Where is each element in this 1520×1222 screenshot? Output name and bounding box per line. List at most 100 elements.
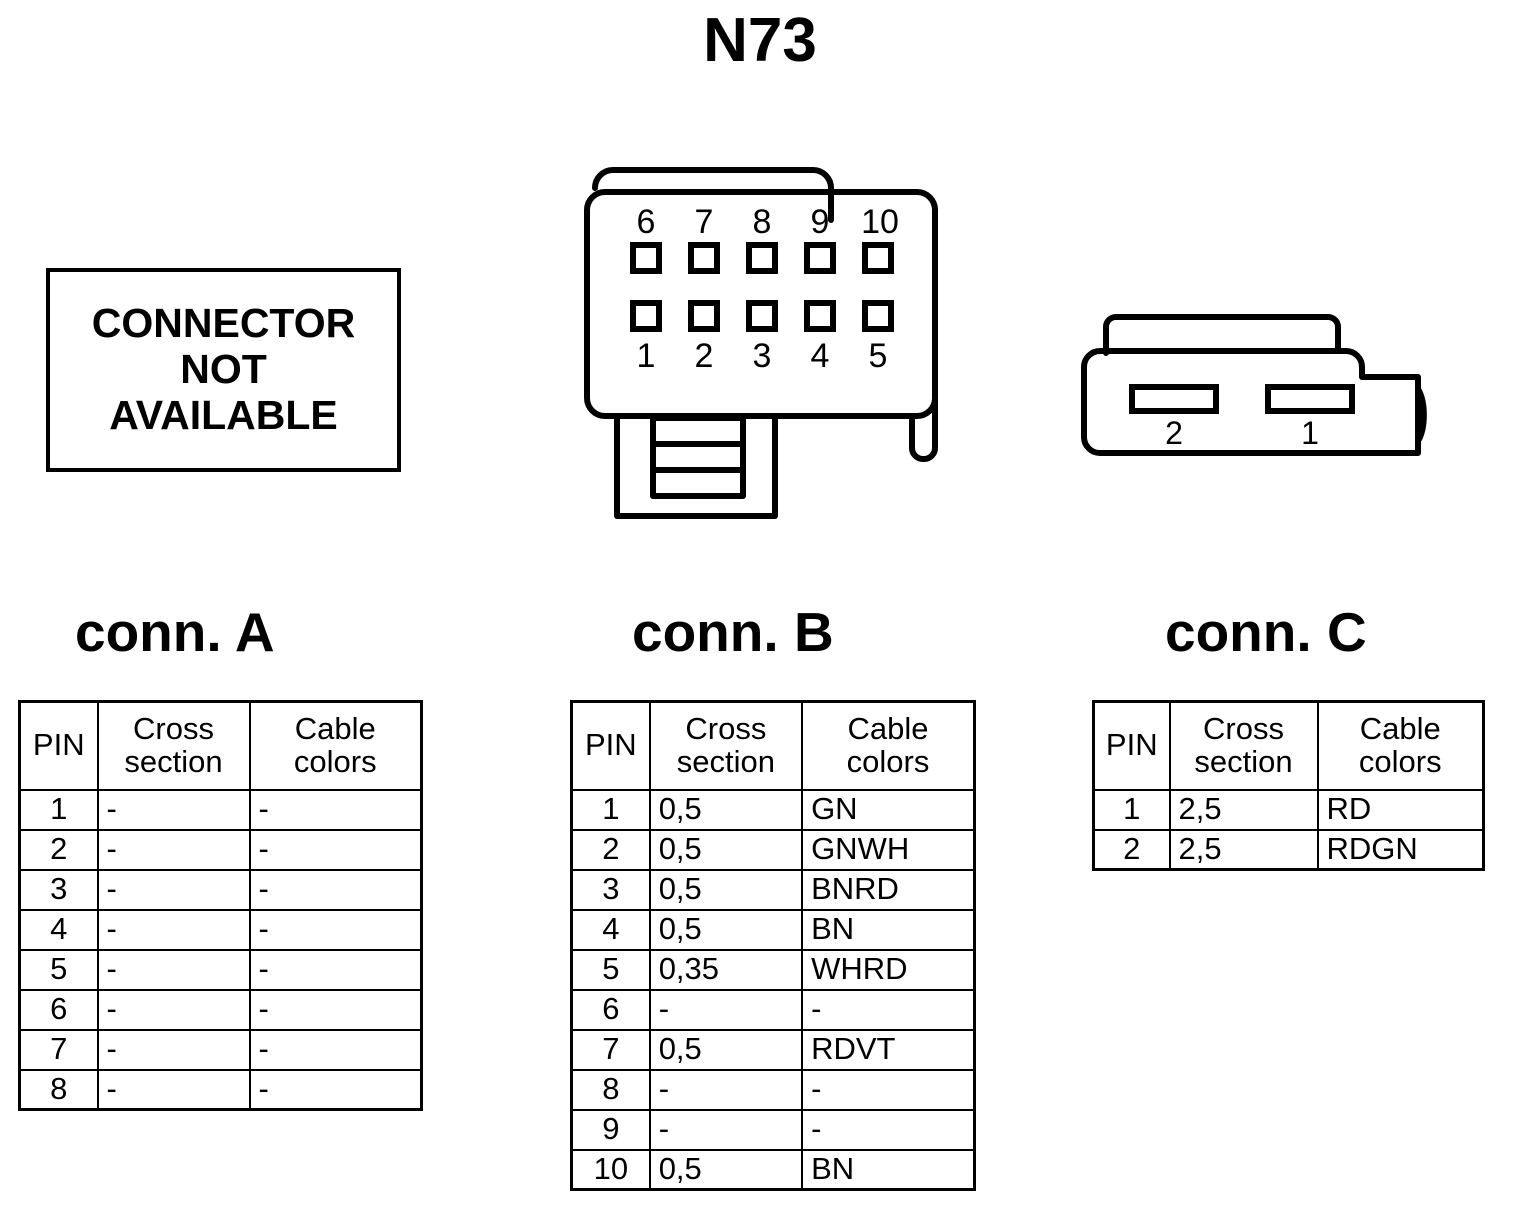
cell-cross-section: 0,5 [648,788,804,831]
table-row: 9-- [570,1108,976,1151]
not-available-line-3: AVAILABLE [109,391,338,438]
cell-cross-section: 2,5 [1168,788,1319,831]
table-header-row: PIN Cross section Cable colors [570,700,976,791]
cell-pin: 2 [18,828,99,871]
cell-pin: 6 [570,988,651,1031]
terminal-slot-2 [1129,384,1219,414]
cell-cross-section: - [96,868,251,911]
table-row: 6-- [570,988,976,1031]
conn-c-heading: conn. C [1165,601,1367,663]
pin-label-10: 10 [861,203,899,241]
cell-cable-colors: - [801,1108,976,1151]
pin-cavity-8 [746,242,778,274]
pin-cavity-7 [688,242,720,274]
cell-cable-colors: BN [801,908,976,951]
cell-pin: 1 [1092,788,1171,831]
cell-cross-section: 0,5 [648,1148,804,1191]
header-pin: PIN [18,700,99,791]
slot-label-1: 1 [1301,415,1319,451]
cell-cable-colors: BNRD [801,868,976,911]
cell-cable-colors: GNWH [801,828,976,871]
header-cable-colors: Cable colors [1316,700,1485,791]
page-title: N73 [703,6,817,75]
table-row: 3-- [18,868,423,911]
cell-pin: 2 [570,828,651,871]
cell-pin: 4 [570,908,651,951]
cell-cable-colors: WHRD [801,948,976,991]
table-row: 5-- [18,948,423,991]
cell-pin: 5 [18,948,99,991]
header-pin: PIN [1092,700,1171,791]
pin-label-6: 6 [637,203,656,241]
header-pin-text: PIN [585,727,637,763]
table-row: 2-- [18,828,423,871]
header-cable-colors-text: Cable colors [846,711,930,779]
header-cable-colors-text: Cable colors [1358,711,1442,779]
cell-cross-section: - [96,1068,251,1111]
pin-label-5: 5 [869,337,888,375]
cell-pin: 9 [570,1108,651,1151]
table-row: 6-- [18,988,423,1031]
cell-cable-colors: RDGN [1316,828,1485,871]
cell-pin: 7 [18,1028,99,1071]
cell-cross-section: 0,5 [648,908,804,951]
cell-pin: 3 [570,868,651,911]
header-cross-section: Cross section [96,700,251,791]
cell-cable-colors: - [248,988,423,1031]
cell-pin: 7 [570,1028,651,1071]
conn-a-table-body: 1--2--3--4--5--6--7--8-- [18,788,423,1111]
cell-pin: 8 [18,1068,99,1111]
cell-cross-section: 0,5 [648,828,804,871]
connector-not-available-box: CONNECTOR NOT AVAILABLE [46,268,401,472]
pin-label-9: 9 [811,203,830,241]
pin-cavity-5 [862,300,894,332]
pin-cavity-1 [630,300,662,332]
cell-cross-section: 2,5 [1168,828,1319,871]
cell-pin: 4 [18,908,99,951]
cell-cross-section: 0,5 [648,868,804,911]
cell-cable-colors: GN [801,788,976,831]
pin-cavity-4 [804,300,836,332]
connector-c-diagram: 2 1 [1078,305,1478,475]
cell-cross-section: - [96,908,251,951]
cell-cable-colors: - [248,788,423,831]
cell-pin: 3 [18,868,99,911]
not-available-line-2: NOT [180,346,267,393]
cell-cable-colors: RD [1316,788,1485,831]
cell-cross-section: - [648,1068,804,1111]
pin-label-4: 4 [811,337,830,375]
cell-cable-colors: - [248,908,423,951]
cell-pin: 8 [570,1068,651,1111]
connector-b-diagram: 6 7 8 9 10 1 2 3 4 5 [575,148,975,528]
header-pin-text: PIN [32,727,85,763]
cell-cable-colors: - [248,1028,423,1071]
conn-a-heading: conn. A [75,601,275,663]
table-row: 7-- [18,1028,423,1071]
conn-a-pinout-table: PIN Cross section Cable colors 1--2--3--… [18,700,423,1111]
table-row: 8-- [570,1068,976,1111]
pin-cavity-3 [746,300,778,332]
terminal-slot-1 [1265,384,1355,414]
header-cross-section: Cross section [1168,700,1319,791]
header-cable-colors: Cable colors [248,700,423,791]
header-cable-colors-text: Cable colors [293,711,377,779]
cell-cable-colors: BN [801,1148,976,1191]
table-row: 8-- [18,1068,423,1111]
pin-cavity-10 [862,242,894,274]
header-cross-section-text: Cross section [1194,711,1293,779]
cell-cable-colors: - [248,828,423,871]
cell-cross-section: - [96,1028,251,1071]
slot-label-2: 2 [1165,415,1183,451]
table-row: 4-- [18,908,423,951]
pin-label-8: 8 [753,203,772,241]
